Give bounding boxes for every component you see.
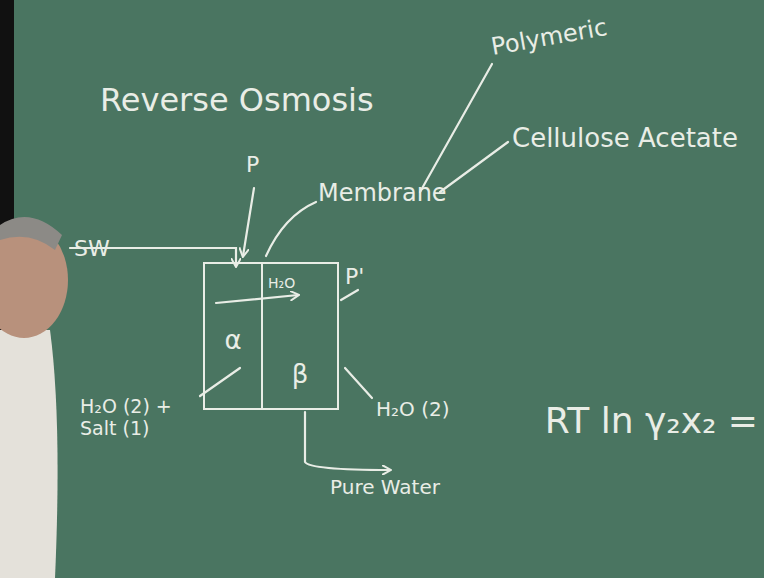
branch-label: Polymeric [489, 14, 609, 61]
compartment-box: β [263, 262, 339, 410]
leader-line [345, 368, 372, 398]
compartment-symbol: α [224, 326, 241, 408]
pressure-label: P' [345, 264, 364, 289]
branch-label: Cellulose Acetate [512, 124, 738, 154]
person-shirt [0, 330, 58, 578]
flow-label: H₂O [268, 275, 295, 291]
leader-line [200, 368, 240, 396]
part-label: Membrane [318, 180, 447, 208]
component-label: H₂O (2) + Salt (1) [80, 396, 198, 440]
equation-text: RT ln γ₂x₂ = [545, 400, 758, 441]
pressure-label: P [246, 152, 259, 177]
compartment-box: α [203, 262, 263, 410]
pressure-arrow [243, 188, 254, 256]
person-hair [0, 217, 62, 250]
stream-label: Pure Water [330, 476, 440, 499]
water-flow-arrow [216, 295, 298, 303]
component-label: H₂O (2) [376, 398, 450, 421]
board-title: Reverse Osmosis [100, 82, 374, 119]
leader-line [266, 202, 316, 256]
stream-label: SW [74, 236, 110, 261]
compartment-symbol: β [292, 360, 309, 408]
leader-line [420, 64, 492, 192]
leader-line [341, 290, 358, 300]
leader-line [440, 142, 508, 192]
